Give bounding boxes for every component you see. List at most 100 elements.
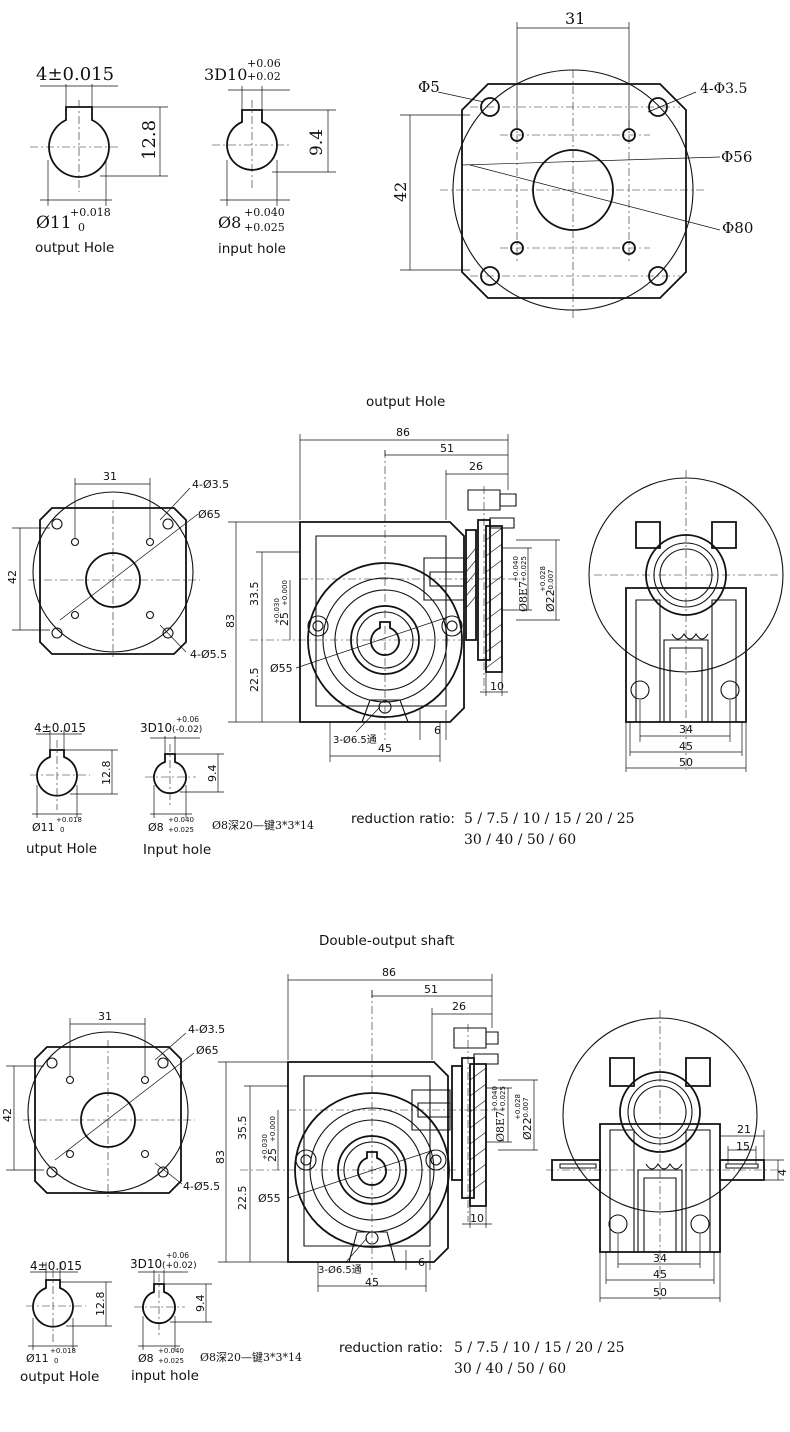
s2-d8e7: Ø8E7 — [517, 581, 530, 612]
s3-key-94: 9.4 — [194, 1295, 207, 1313]
top-input-hole-detail: 3D10 +0.06 +0.02 9.4 Ø8 +0.040 +0.025 in… — [204, 57, 336, 257]
s2-key-3d10-low: (-0.02) — [172, 725, 202, 735]
s3-side-50: 50 — [653, 1286, 667, 1299]
top-flange-view: 31 42 Φ5 4-Φ3.5 Φ56 Φ80 — [391, 9, 753, 318]
s3-gearbox-front: 86 51 26 83 35.5 22.5 25 +0.030 +0.000 Ø… — [214, 966, 538, 1292]
s3-d55: Ø55 — [258, 1192, 281, 1205]
top-input-depth-label: 9.4 — [307, 129, 327, 156]
top-output-tol-low: 0 — [78, 221, 85, 234]
top-output-hole-detail: 4±0.015 12.8 Ø11 +0.018 0 output Hole — [30, 64, 168, 256]
s2-dim-335: 33.5 — [248, 582, 261, 607]
s3-dim-6: 6 — [418, 1256, 425, 1269]
top-output-depth-label: 12.8 — [139, 120, 160, 160]
s3-dim-25: 25 — [266, 1148, 279, 1162]
s3-side-15: 15 — [736, 1140, 750, 1153]
s2-flange-view: 31 42 4-Ø3.5 Ø65 4-Ø5.5 — [6, 470, 229, 661]
s3-dia-11-up: +0.018 — [50, 1347, 76, 1355]
s2-dia-11-up: +0.018 — [56, 816, 82, 824]
s2-dim-225: 22.5 — [248, 668, 261, 693]
s2-d55: Ø55 — [270, 662, 293, 675]
top-flange-phi56: Φ56 — [721, 148, 752, 166]
top-flange-31: 31 — [565, 9, 585, 28]
s2-flange-42: 42 — [6, 570, 19, 584]
s3-flange-42: 42 — [1, 1108, 14, 1122]
s2-output-hole-label: utput Hole — [26, 841, 97, 857]
top-flange-4phi35: 4-Φ3.5 — [700, 81, 747, 97]
s3-output-hole-detail: 4±0.015 12.8 Ø11 +0.018 0 output Hole — [20, 1259, 112, 1385]
s3-dim-26: 26 — [452, 1000, 466, 1013]
s2-dia-8-up: +0.040 — [168, 816, 194, 824]
s3-shaft-note: Ø8深20—键3*3*14 — [200, 1350, 302, 1364]
s3-key-128: 12.8 — [94, 1292, 107, 1317]
s2-key-3d10: 3D10 — [140, 721, 172, 735]
top-input-hole-label: input hole — [218, 241, 286, 257]
s3-holes-4-35: 4-Ø3.5 — [188, 1023, 225, 1036]
s3-dim-86: 86 — [382, 966, 396, 979]
s2-dia-8: Ø8 — [148, 821, 164, 834]
s2-dim-83: 83 — [224, 614, 237, 628]
s3-dia-8-low: +0.025 — [158, 1357, 184, 1365]
s2-dim-26: 26 — [469, 460, 483, 473]
s3-dia-11-low: 0 — [54, 1357, 58, 1365]
s3-side-4: 4 — [776, 1169, 789, 1176]
s2-dim-51: 51 — [440, 442, 454, 455]
section3-title: Double-output shaft — [319, 933, 454, 949]
s2-ratio-line2: 30 / 40 / 50 / 60 — [464, 832, 576, 848]
s3-output-hole-label: output Hole — [20, 1369, 99, 1385]
section2-title: output Hole — [366, 394, 445, 410]
s2-dia-11: Ø11 — [32, 821, 55, 834]
s3-dim-10: 10 — [470, 1212, 484, 1225]
top-output-hole-shape — [48, 106, 110, 178]
s2-d8e7-low: +0.025 — [520, 556, 528, 582]
s2-dim-6: 6 — [434, 724, 441, 737]
s2-shaft-note: Ø8深20—键3*3*14 — [212, 818, 314, 832]
s2-d8e7-up: +0.040 — [512, 556, 520, 582]
top-input-hole-shape — [226, 109, 278, 171]
s3-input-hole-detail: 3D10 +0.06 (+0.02) 9.4 Ø8 +0.040 +0.025 … — [130, 1251, 212, 1384]
s2-holes-3-65: 3-Ø6.5通 — [333, 734, 377, 746]
s3-key-4: 4±0.015 — [30, 1259, 82, 1273]
s3-d65: Ø65 — [196, 1044, 219, 1057]
s2-holes-4-35: 4-Ø3.5 — [192, 478, 229, 491]
s3-ratio-line1: 5 / 7.5 / 10 / 15 / 20 / 25 — [454, 1340, 625, 1356]
top-output-tol-up: +0.018 — [70, 206, 111, 219]
s2-ratio-line1: 5 / 7.5 / 10 / 15 / 20 / 25 — [464, 811, 635, 827]
s2-gearbox-front: 86 51 26 83 33.5 22.5 25 +0.030 +0.000 Ø… — [224, 426, 560, 762]
top-input-key-label: 3D10 — [204, 65, 247, 84]
top-flange-plate — [461, 83, 687, 299]
s3-d22-low: -0.007 — [522, 1097, 530, 1120]
s2-dim-86: 86 — [396, 426, 410, 439]
top-input-key-tol-up: +0.06 — [247, 57, 281, 70]
s3-dim-45: 45 — [365, 1276, 379, 1289]
s3-dim-225: 22.5 — [236, 1186, 249, 1211]
s2-input-hole-detail: 3D10 +0.06 (-0.02) 9.4 Ø8 +0.040 +0.025 … — [140, 715, 224, 858]
s2-side-45: 45 — [679, 740, 693, 753]
s2-dim-25-low: +0.000 — [281, 580, 289, 606]
top-output-dia-label: Ø11 — [36, 213, 72, 233]
s2-dim-25-up: +0.030 — [273, 598, 281, 624]
s2-d22-up: +0.028 — [539, 566, 547, 592]
s2-key-4: 4±0.015 — [34, 721, 86, 735]
top-input-tol-up: +0.040 — [244, 206, 285, 219]
s2-output-hole-detail: 4±0.015 12.8 Ø11 +0.018 0 utput Hole — [26, 721, 118, 857]
s3-dia-11: Ø11 — [26, 1352, 49, 1365]
s3-flange-view: 31 42 4-Ø3.5 Ø65 4-Ø5.5 — [1, 1010, 225, 1200]
s3-key-3d10-up: +0.06 — [166, 1251, 189, 1260]
s3-dim-83: 83 — [214, 1150, 227, 1164]
s3-holes-4-55: 4-Ø5.5 — [183, 1180, 220, 1193]
s2-side-50: 50 — [679, 756, 693, 769]
s2-holes-4-55: 4-Ø5.5 — [190, 648, 227, 661]
s2-key-3d10-up: +0.06 — [176, 715, 199, 724]
s2-ratio-label: reduction ratio: — [351, 811, 455, 827]
s3-ratio-label: reduction ratio: — [339, 1340, 443, 1356]
s3-dia-8: Ø8 — [138, 1352, 154, 1365]
s3-d22: Ø22 — [521, 1117, 534, 1140]
top-input-dia-label: Ø8 — [218, 213, 241, 232]
top-input-tol-low: +0.025 — [244, 221, 285, 234]
s2-side-34: 34 — [679, 723, 693, 736]
s2-dia-11-low: 0 — [60, 826, 64, 834]
s2-input-hole-label: Input hole — [143, 842, 211, 858]
s2-d22: Ø22 — [544, 589, 557, 612]
top-input-key-tol-low: +0.02 — [247, 70, 281, 83]
s3-gearbox-side: 21 15 4 34 45 50 — [546, 1010, 789, 1302]
